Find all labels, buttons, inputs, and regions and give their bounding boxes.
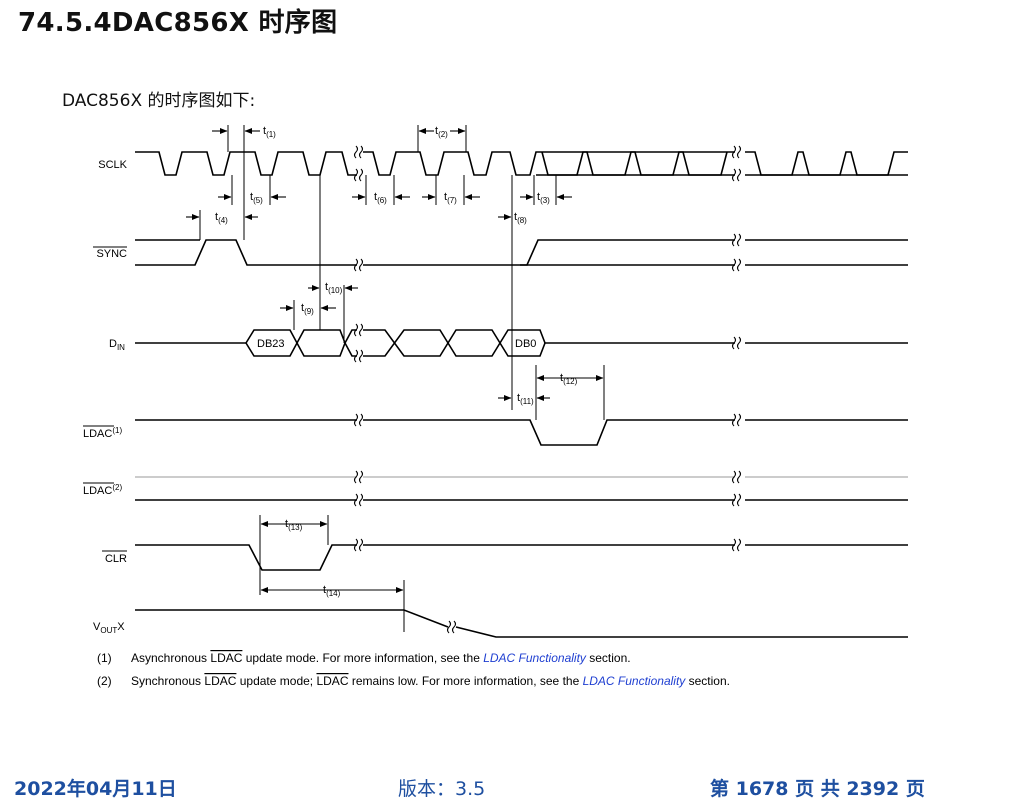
ldac2-label: LDAC(2): [83, 483, 122, 497]
t10-label: t(10): [325, 281, 343, 295]
data-labels: DB23 DB0: [257, 338, 536, 350]
sclk-waveform: [135, 151, 908, 176]
t2-label: t(2): [435, 125, 448, 139]
sclk-label: SCLK: [98, 159, 127, 171]
note-2: (2) Synchronous LDAC update mode; LDAC r…: [97, 674, 730, 688]
t11-label: t(11): [517, 392, 534, 406]
ldac2-waveform: [135, 476, 908, 501]
t5-label: t(5): [250, 191, 263, 205]
din-label: DIN: [109, 338, 125, 352]
t1-label: t(1): [263, 125, 276, 139]
db0-label: DB0: [515, 338, 536, 350]
clr-label: CLR: [105, 553, 127, 565]
footnotes: (1) Asynchronous LDAC update mode. For m…: [97, 651, 730, 688]
ldac1-label: LDAC(1): [83, 426, 122, 440]
t14-label: t(14): [323, 584, 341, 598]
signal-names: SCLK SYNC DIN LDAC(1) LDAC(2) CLR VOUTX: [83, 159, 128, 635]
t13-label: t(13): [285, 518, 303, 532]
t12-label: t(12): [560, 372, 578, 386]
footer-version: 版本：3.5: [398, 778, 486, 800]
break-marks: [353, 145, 742, 634]
reference-lines: [199, 125, 605, 632]
din-waveform: [135, 329, 908, 357]
footer-page: 第 1678 页 共 2392 页: [710, 778, 925, 800]
timing-arrows: [186, 127, 604, 594]
clr-waveform: [135, 544, 908, 571]
t9-label: t(9): [301, 302, 314, 316]
vout-label: VOUTX: [93, 621, 125, 635]
timing-diagram: t(1) t(2) t(3) t(4) t(5) t(6) t(7) t(8) …: [83, 125, 908, 688]
t4-label: t(4): [215, 211, 228, 225]
sync-waveform: [135, 239, 908, 266]
sync-label: SYNC: [96, 248, 127, 260]
ldac1-waveform: [135, 419, 908, 446]
t8-label: t(8): [514, 211, 527, 225]
footer-date: 2022年04月11日: [14, 778, 177, 800]
intro-text: DAC856X 的时序图如下:: [62, 91, 256, 111]
t3-label: t(3): [537, 191, 550, 205]
t7-label: t(7): [444, 191, 457, 205]
db23-label: DB23: [257, 338, 285, 350]
timing-labels: t(1) t(2) t(3) t(4) t(5) t(6) t(7) t(8) …: [215, 125, 578, 598]
section-heading: 74.5.4DAC856X 时序图: [18, 8, 338, 38]
note-1: (1) Asynchronous LDAC update mode. For m…: [97, 651, 631, 665]
t6-label: t(6): [374, 191, 387, 205]
vout-waveform: [135, 609, 908, 638]
